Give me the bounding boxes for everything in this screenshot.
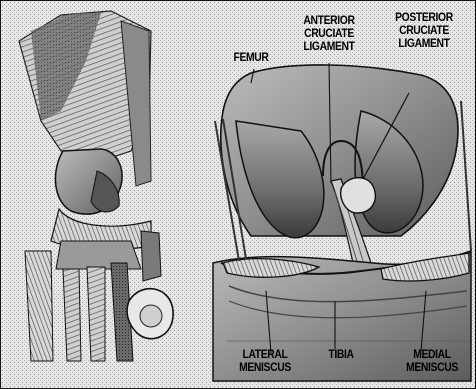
lateral-meniscus-label-line-1: LATERAL [231,349,299,362]
medial-meniscus-label-line-2: MENISCUS [397,362,467,375]
acl-label-line-2: CRUCIATE [297,28,362,41]
pcl-label-line-1: POSTERIOR [388,12,460,25]
lateral-meniscus-label: LATERAL MENISCUS [231,349,299,375]
right-knee-view [205,63,473,381]
medial-meniscus-label: MEDIAL MENISCUS [397,349,467,375]
lateral-meniscus-label-line-2: MENISCUS [231,362,299,375]
tibia-label: TIBIA [321,349,361,362]
tibia-label-text: TIBIA [328,349,353,361]
femur-label: FEMUR [228,52,275,65]
medial-meniscus-label-line-1: MEDIAL [397,349,467,362]
posterior-cruciate-ligament-label: POSTERIOR CRUCIATE LIGAMENT [388,12,460,51]
pcl-label-line-2: CRUCIATE [388,25,460,38]
acl-label-line-3: LIGAMENT [297,41,362,54]
anterior-cruciate-ligament-label: ANTERIOR CRUCIATE LIGAMENT [297,15,362,54]
pcl-label-line-3: LIGAMENT [388,38,460,51]
acl-label-line-1: ANTERIOR [297,15,362,28]
femur-label-text: FEMUR [233,52,268,64]
